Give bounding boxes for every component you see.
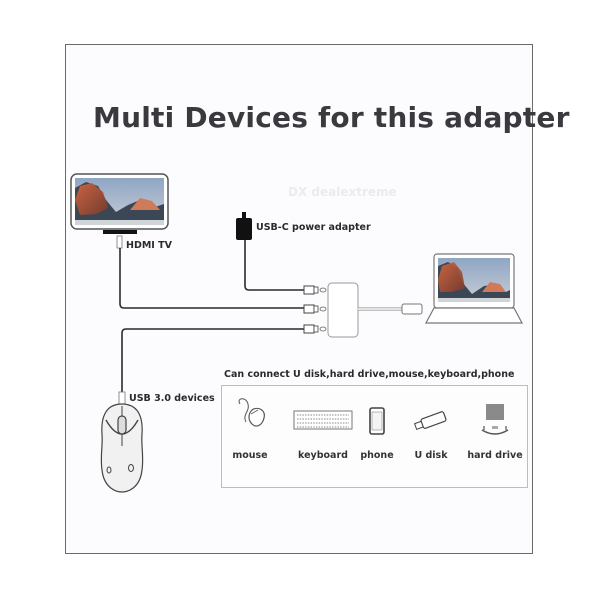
usb-connectors xyxy=(303,285,327,334)
usb-drive-icon xyxy=(413,411,447,430)
mouse-icon xyxy=(238,398,265,427)
watermark: DX dealextreme xyxy=(288,185,397,199)
device-keyboard: keyboard xyxy=(288,386,358,461)
hdmi-tv-label: HDMI TV xyxy=(126,240,172,251)
hdmi-tv-icon xyxy=(70,173,169,234)
laptop-icon xyxy=(425,253,523,324)
keyboard-icon xyxy=(293,410,353,430)
device-mouse: mouse xyxy=(226,386,274,461)
usb3-devices-label: USB 3.0 devices xyxy=(129,393,215,404)
power-adapter-icon xyxy=(236,212,252,240)
diagram-title: Multi Devices for this adapter xyxy=(93,101,570,134)
hard-drive-icon xyxy=(481,404,509,435)
supported-devices-box: mouse keyboard phone U disk xyxy=(221,385,528,488)
usb-c-hub-icon xyxy=(327,282,359,338)
device-u-disk: U disk xyxy=(406,386,456,461)
device-hard-drive: hard drive xyxy=(464,386,526,461)
usbc-power-label: USB-C power adapter xyxy=(256,222,371,233)
device-phone: phone xyxy=(359,386,395,461)
phone-icon xyxy=(369,407,385,435)
mouse-device-icon xyxy=(100,403,144,493)
can-connect-label: Can connect U disk,hard drive,mouse,keyb… xyxy=(224,369,515,380)
